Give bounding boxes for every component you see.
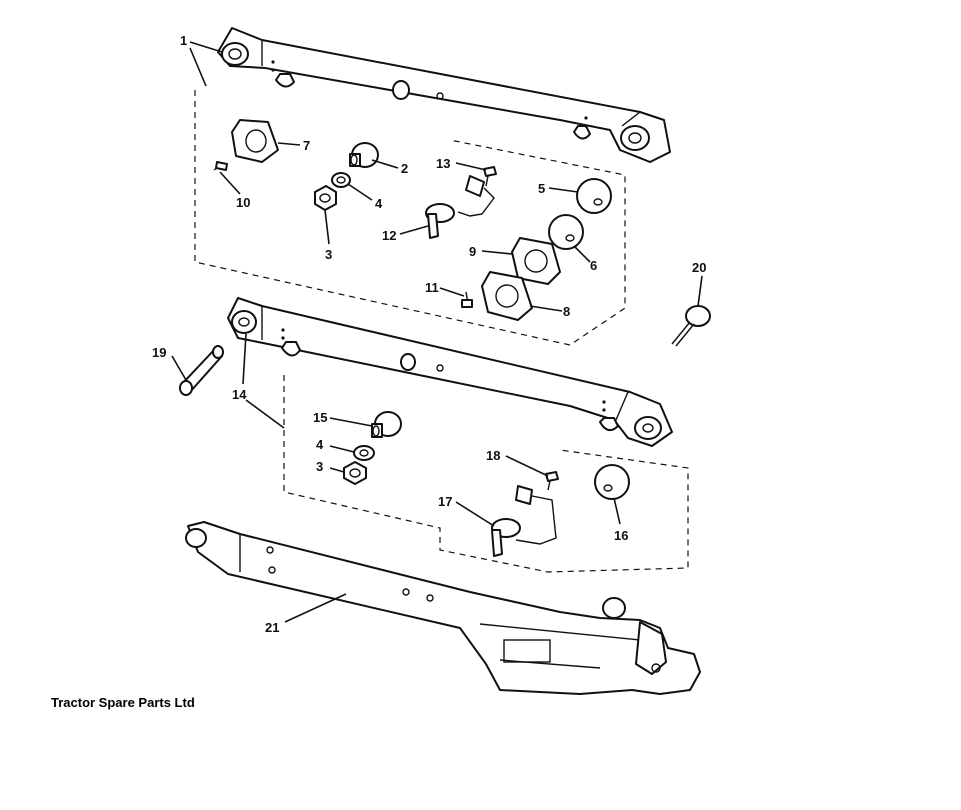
- lynch-pin-17: [491, 485, 557, 557]
- callout-10: 10: [236, 195, 250, 210]
- callout-19: 19: [152, 345, 166, 360]
- upper-lift-arm: [217, 27, 671, 163]
- callout-5: 5: [538, 181, 545, 196]
- nut-3: [314, 185, 337, 211]
- bolt-11: [461, 291, 473, 308]
- lower-kit-outline: [283, 375, 689, 573]
- bolt-13: [483, 166, 497, 187]
- callout-9: 9: [469, 244, 476, 259]
- callout-numbers: 1 7 2 4 3 10 13 12 5 6 9 8 11 20 19 14 1…: [152, 33, 706, 635]
- callout-4b: 4: [316, 437, 324, 452]
- upper-kit-outline: [194, 90, 626, 346]
- callout-7: 7: [303, 138, 310, 153]
- callout-20: 20: [692, 260, 706, 275]
- callout-3b: 3: [316, 459, 323, 474]
- callout-11: 11: [425, 280, 439, 295]
- callout-12: 12: [382, 228, 396, 243]
- callout-4: 4: [375, 196, 383, 211]
- mounting-plate-9: [511, 237, 561, 285]
- lower-lift-arm: [227, 297, 673, 447]
- linch-pin-20: [671, 305, 711, 347]
- bolt-10: [213, 161, 228, 171]
- nut-3b: [343, 461, 367, 485]
- bolt-18: [545, 471, 559, 491]
- ball-stud-2: [349, 142, 379, 168]
- mounting-plate-8: [481, 271, 533, 321]
- callout-8: 8: [563, 304, 570, 319]
- leader-lines: [171, 41, 703, 623]
- callout-17: 17: [438, 494, 452, 509]
- callout-1: 1: [180, 33, 187, 48]
- callout-18: 18: [486, 448, 500, 463]
- callout-2: 2: [401, 161, 408, 176]
- lower-link-arm: [185, 521, 701, 695]
- callout-3: 3: [325, 247, 332, 262]
- ball-stud-15: [371, 411, 402, 438]
- ball-5: [576, 178, 612, 214]
- pin-19: [179, 345, 224, 396]
- ball-6: [548, 214, 584, 250]
- washer-4b: [353, 445, 375, 461]
- mounting-plate-7: [231, 119, 279, 163]
- washer-4: [331, 172, 351, 188]
- callout-14: 14: [232, 387, 247, 402]
- callout-15: 15: [313, 410, 327, 425]
- callout-21: 21: [265, 620, 279, 635]
- ball-16: [594, 464, 630, 500]
- callout-13: 13: [436, 156, 450, 171]
- callout-16: 16: [614, 528, 628, 543]
- lynch-pin-12: [425, 175, 495, 239]
- callout-6: 6: [590, 258, 597, 273]
- brand-caption: Tractor Spare Parts Ltd: [51, 695, 195, 710]
